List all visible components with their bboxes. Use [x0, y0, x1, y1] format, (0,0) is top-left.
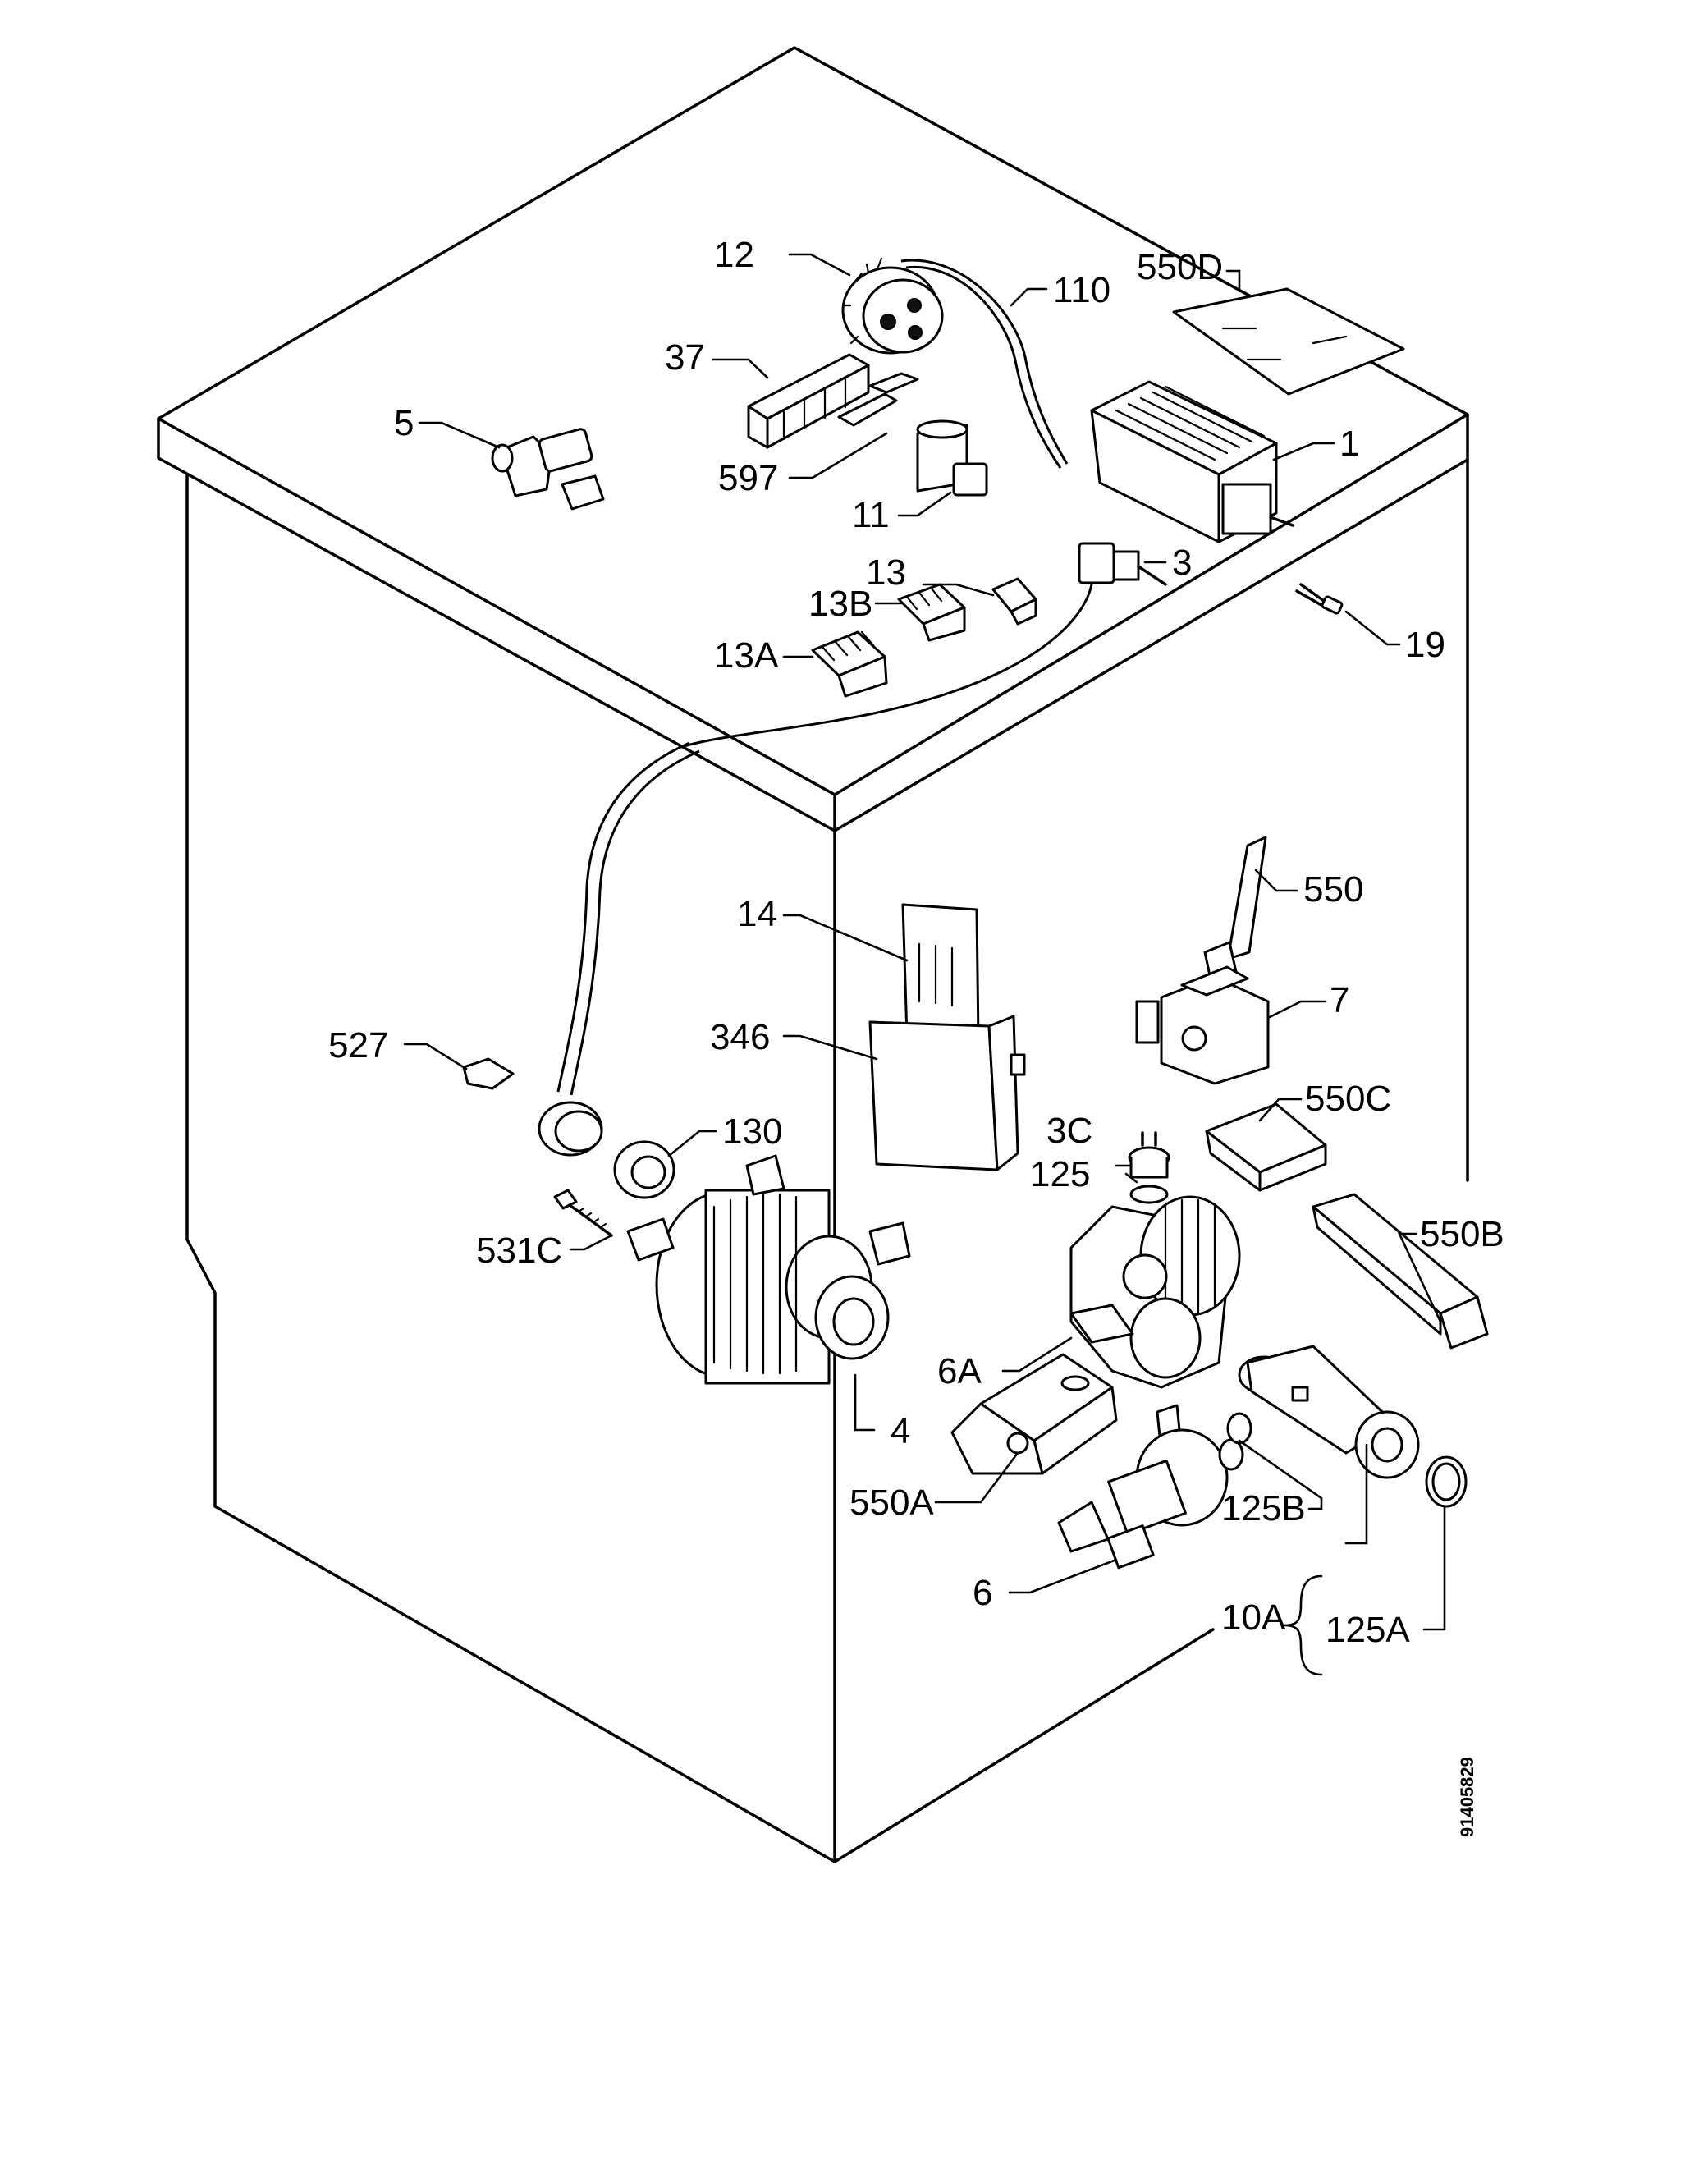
label-125A: 125A: [1326, 1610, 1410, 1650]
wedge-cover-part: [950, 1353, 1118, 1475]
detergent-box-part: [868, 903, 1026, 1171]
label-550D: 550D: [1137, 247, 1223, 287]
sensor-part: [1295, 583, 1344, 615]
label-550B: 550B: [1420, 1214, 1504, 1254]
switch-part: [680, 542, 1167, 749]
capacitor-part: [916, 419, 988, 497]
label-550C: 550C: [1305, 1079, 1391, 1119]
bracket-part: [1312, 1193, 1489, 1350]
label-6A: 6A: [937, 1351, 982, 1391]
label-37: 37: [665, 337, 705, 378]
pressure-sensor-part: [1128, 1131, 1170, 1204]
label-527: 527: [328, 1025, 388, 1066]
screw-part: [553, 1189, 613, 1237]
filter-part: [1238, 1345, 1420, 1479]
label-130: 130: [722, 1111, 782, 1152]
programmer-part: [1090, 380, 1294, 543]
seal-ring-part-125b: [1226, 1412, 1252, 1445]
label-550: 550: [1303, 869, 1363, 910]
connector-part-13: [991, 577, 1037, 626]
label-125B: 125B: [1221, 1488, 1306, 1528]
callout-labels: 550D 12 110 37 5 1 597 11 3 13 13B 19 13…: [328, 235, 1504, 1837]
motor-part: [626, 1154, 911, 1385]
cover-plate-part: [1172, 287, 1405, 396]
terminal-block-part: [747, 353, 919, 449]
label-5: 5: [394, 403, 414, 443]
label-4: 4: [891, 1411, 910, 1451]
clip-part: [462, 1057, 515, 1090]
grommet-part: [538, 1101, 603, 1157]
label-19: 19: [1405, 625, 1445, 665]
hose-part: [900, 259, 1069, 469]
leader-lines: [403, 253, 1446, 1676]
label-13: 13: [866, 552, 906, 593]
drawing-number: 91405829: [1457, 1757, 1477, 1837]
label-3: 3: [1172, 543, 1192, 583]
label-14: 14: [737, 894, 777, 934]
connector-part-13a: [811, 630, 888, 698]
label-6: 6: [973, 1573, 992, 1613]
label-531C: 531C: [476, 1231, 562, 1271]
label-13A: 13A: [714, 635, 779, 676]
label-12: 12: [714, 235, 754, 275]
timer-knob-part: [841, 257, 944, 355]
label-125: 125: [1030, 1154, 1090, 1194]
label-10A: 10A: [1221, 1597, 1286, 1638]
lever-part: [1203, 836, 1267, 985]
door-lock-part: [1135, 965, 1270, 1085]
grommet-part-130: [613, 1140, 675, 1199]
label-11: 11: [852, 495, 890, 535]
label-550A: 550A: [849, 1483, 934, 1523]
label-597: 597: [718, 458, 778, 498]
valve-part: [491, 428, 605, 511]
label-1: 1: [1339, 424, 1359, 464]
label-346: 346: [710, 1017, 770, 1057]
label-110: 110: [1053, 270, 1110, 310]
connector-part-13b: [897, 583, 966, 642]
label-3C: 3C: [1046, 1111, 1092, 1151]
pump-housing-part: [1069, 1195, 1241, 1389]
label-13B: 13B: [808, 584, 872, 624]
seal-ring-part-125a: [1425, 1455, 1468, 1508]
small-cover-part: [1205, 1102, 1327, 1192]
pressure-hose-part: [556, 741, 700, 1096]
drain-pump-part: [1057, 1404, 1244, 1570]
label-7: 7: [1330, 980, 1349, 1020]
